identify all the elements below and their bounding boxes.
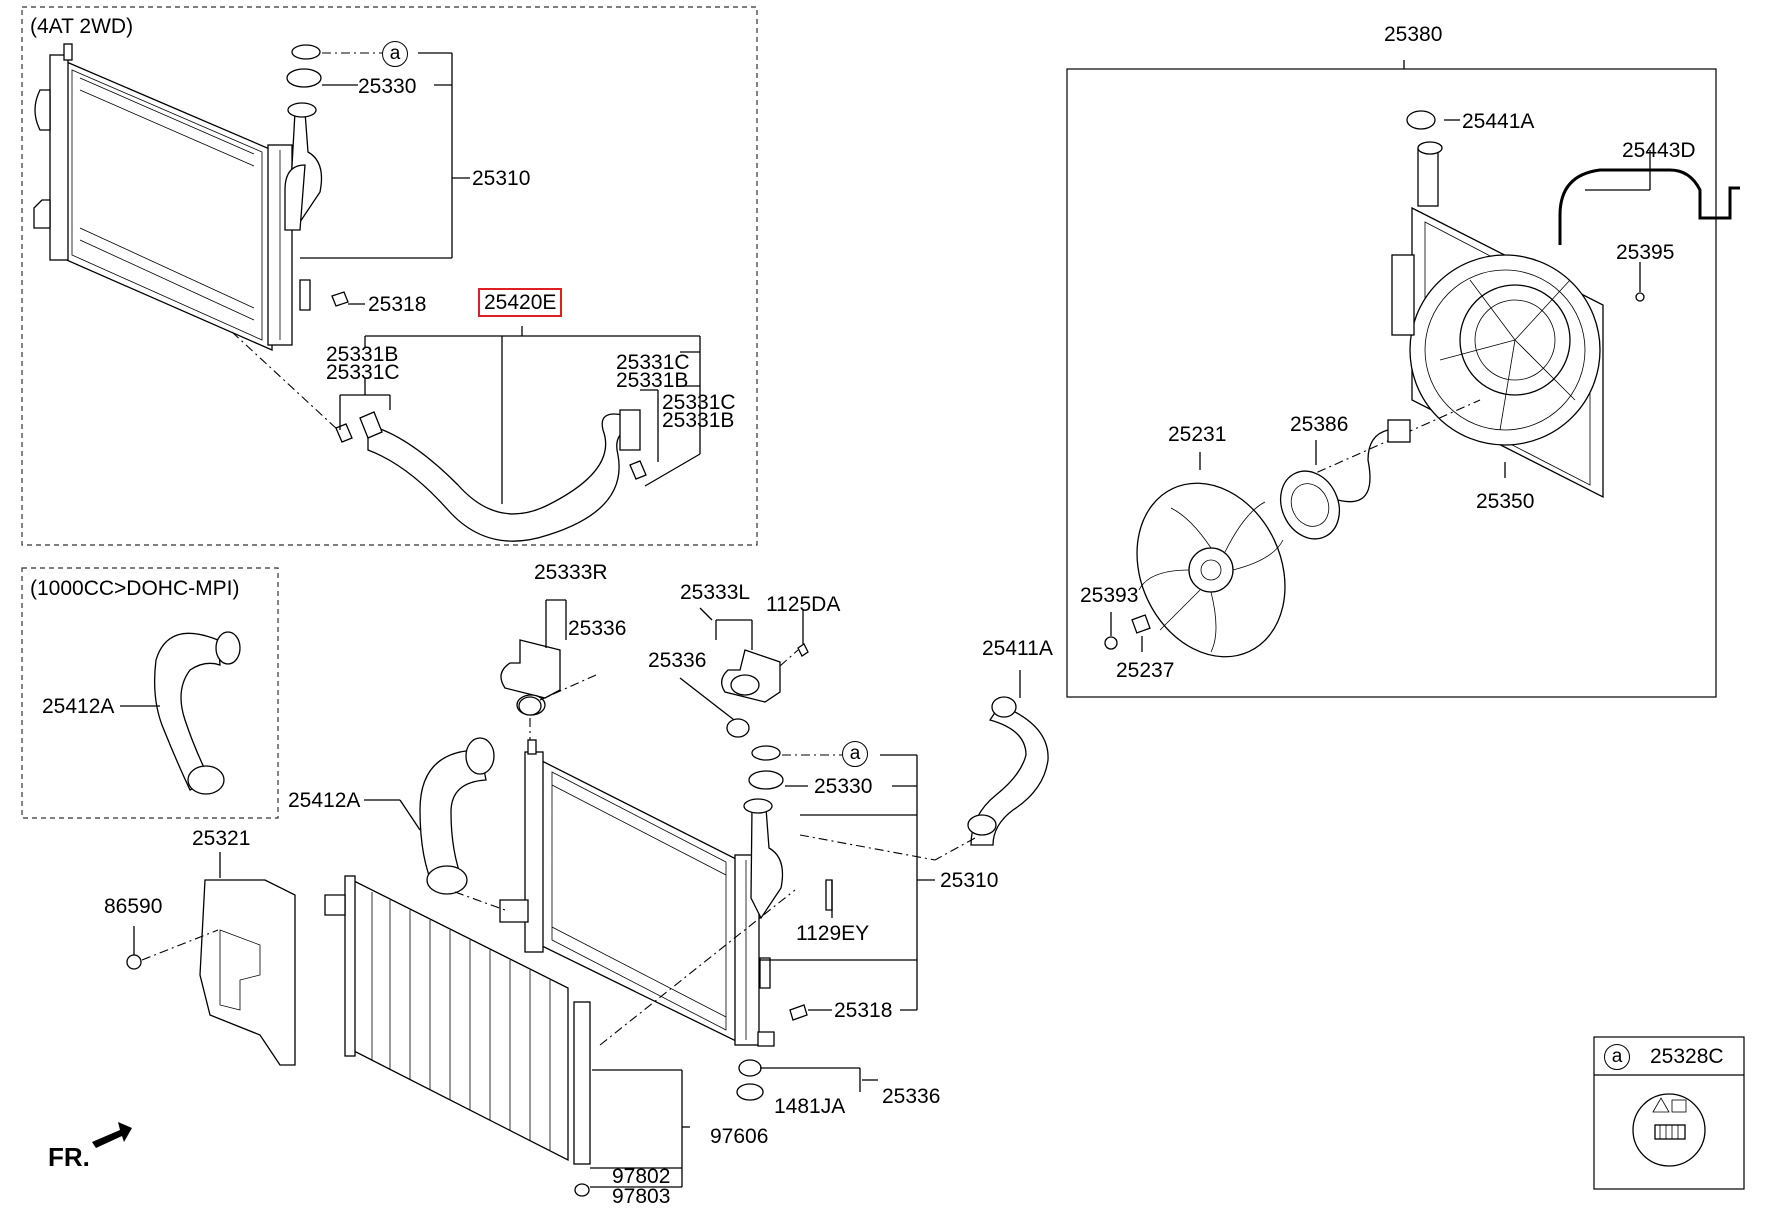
- condenser-97606: [324, 875, 569, 1162]
- callout-25380[interactable]: 25380: [1384, 23, 1443, 46]
- callout-25336-upper-right[interactable]: 25336: [648, 649, 707, 672]
- fan-screw-25395: [1635, 292, 1645, 302]
- callout-25386[interactable]: 25386: [1290, 413, 1349, 436]
- bolt-1125DA: [797, 643, 809, 657]
- ref-circle-a-mid[interactable]: a: [842, 741, 868, 767]
- ref-circle-a-top[interactable]: a: [382, 41, 408, 67]
- callout-97803[interactable]: 97803: [612, 1185, 671, 1208]
- hose-25411A: [967, 696, 1049, 846]
- callout-1129EY[interactable]: 1129EY: [796, 922, 870, 945]
- callout-25331C-left[interactable]: 25331C: [326, 361, 400, 384]
- callout-25330-top[interactable]: 25330: [358, 75, 417, 98]
- top-cap: [286, 68, 322, 88]
- main-radiator-25310: [499, 739, 784, 1047]
- plug-97803: [574, 1183, 590, 1197]
- sensor-25318: [789, 1004, 808, 1021]
- bracket-25333L: [721, 649, 781, 703]
- callout-25333L[interactable]: 25333L: [680, 581, 751, 604]
- air-guard-25321: [199, 879, 296, 1066]
- callout-25393[interactable]: 25393: [1080, 584, 1139, 607]
- callout-25331C-right-1[interactable]: 25331C: [616, 351, 690, 374]
- fan-blade-25231: [1136, 482, 1286, 658]
- section-frame-4at-2wd: [21, 6, 758, 546]
- bushing-1481JA: [736, 1083, 764, 1101]
- callout-25310-top[interactable]: 25310: [472, 167, 531, 190]
- small-hose-25412A: [154, 631, 241, 795]
- bolt-1129EY: [825, 879, 833, 911]
- mount-25336-bottom: [738, 1059, 762, 1077]
- fan-motor-25386: [1279, 419, 1411, 540]
- fan-nut-25393: [1104, 636, 1118, 650]
- fan-cap-25441A: [1406, 110, 1436, 130]
- section-frame-1000cc: [21, 567, 279, 819]
- fan-shroud-25350: [1391, 147, 1604, 499]
- callout-25412A-mid[interactable]: 25412A: [288, 789, 361, 812]
- callout-25331B-left[interactable]: 25331B: [326, 343, 399, 366]
- mid-cap: [748, 770, 784, 790]
- warning-label-icon: [1632, 1093, 1706, 1167]
- receiver-drier-97802: [573, 1001, 591, 1165]
- callout-25350[interactable]: 25350: [1476, 490, 1535, 513]
- callout-1481JA[interactable]: 1481JA: [774, 1095, 846, 1118]
- front-arrow-icon: [92, 1122, 132, 1148]
- fan-wire-25443D: [1558, 168, 1740, 245]
- callout-25331B-right-1[interactable]: 25331B: [616, 369, 689, 392]
- hose-25412A-mid: [419, 737, 495, 895]
- callout-25330-mid[interactable]: 25330: [814, 775, 873, 798]
- callout-86590[interactable]: 86590: [104, 895, 163, 918]
- callout-1125DA[interactable]: 1125DA: [766, 593, 841, 616]
- callout-25412A-small[interactable]: 25412A: [42, 695, 115, 718]
- top-drain-plug: [331, 291, 349, 307]
- legend-box: [1593, 1036, 1745, 1190]
- callout-25321[interactable]: 25321: [192, 827, 251, 850]
- section-label-1000cc: (1000CC>DOHC-MPI): [30, 577, 240, 600]
- callout-25411A[interactable]: 25411A: [982, 637, 1053, 660]
- top-radiator: [33, 43, 323, 351]
- callout-25310-mid[interactable]: 25310: [940, 869, 999, 892]
- callout-25336-bottom[interactable]: 25336: [882, 1085, 941, 1108]
- callout-25231[interactable]: 25231: [1168, 423, 1227, 446]
- callout-25331C-right-2[interactable]: 25331C: [662, 391, 736, 414]
- legend-part-25328C[interactable]: 25328C: [1650, 1045, 1724, 1068]
- callout-97606[interactable]: 97606: [710, 1125, 769, 1148]
- callout-25318-top[interactable]: 25318: [368, 293, 427, 316]
- top-hose-25420E: [335, 409, 647, 542]
- callout-25441A[interactable]: 25441A: [1462, 110, 1535, 133]
- mount-rubber-25336-right: [726, 718, 750, 738]
- bolt-86590: [126, 954, 142, 970]
- fan-clip-25237: [1131, 614, 1151, 634]
- mount-rubber-25336-left: [518, 696, 542, 716]
- top-cap-seal: [291, 44, 321, 60]
- callout-25395[interactable]: 25395: [1616, 241, 1675, 264]
- callout-25443D[interactable]: 25443D: [1622, 139, 1696, 162]
- callout-25237[interactable]: 25237: [1116, 659, 1175, 682]
- section-label-4at-2wd: (4AT 2WD): [30, 15, 134, 38]
- mid-cap-seal: [751, 745, 781, 761]
- callout-25420E-highlighted[interactable]: 25420E: [478, 288, 563, 317]
- callout-25331B-right-2[interactable]: 25331B: [662, 409, 735, 432]
- front-indicator-label: FR.: [48, 1142, 90, 1172]
- section-frame-fan-assembly: [1066, 68, 1717, 698]
- callout-25318-mid[interactable]: 25318: [834, 999, 893, 1022]
- legend-ref-circle-a: a: [1604, 1044, 1630, 1070]
- callout-25336-upper-left[interactable]: 25336: [568, 617, 627, 640]
- callout-25333R[interactable]: 25333R: [534, 561, 608, 584]
- callout-97802[interactable]: 97802: [612, 1165, 671, 1188]
